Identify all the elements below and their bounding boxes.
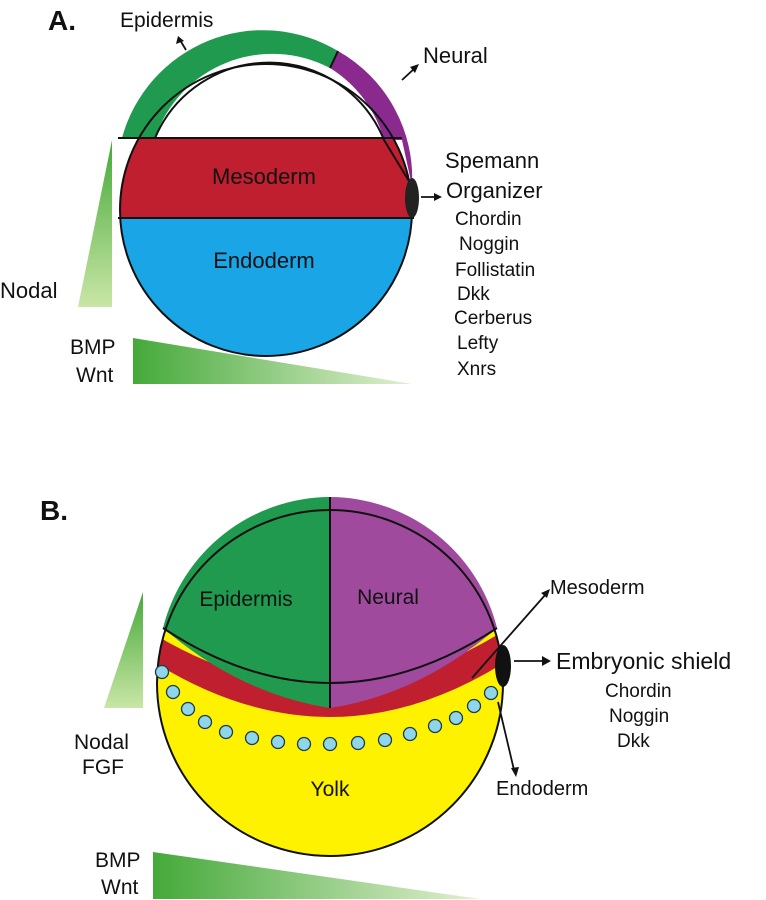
divider-line [383, 139, 413, 187]
wnt-label-b: Wnt [101, 876, 139, 899]
gene-label: Cerberus [454, 308, 532, 329]
gene-label: Dkk [617, 731, 650, 752]
neural-label-b: Neural [357, 586, 419, 609]
bmp-label-b: BMP [95, 849, 141, 872]
endoderm-cell [296, 736, 312, 752]
epidermis-region-a [122, 30, 338, 138]
divider-line [329, 50, 339, 69]
gene-label: Follistatin [455, 260, 535, 281]
embryonic-shield-mark [495, 645, 511, 687]
gene-label: Dkk [457, 284, 490, 305]
mesoderm-label-b: Mesoderm [550, 577, 644, 599]
epidermis-label-a: Epidermis [120, 9, 213, 32]
neural-label-a: Neural [423, 43, 488, 68]
gene-label: Chordin [605, 681, 672, 702]
mesoderm-region-b [157, 632, 502, 717]
bmp-wnt-gradient-b [153, 852, 480, 899]
fgf-label-b: FGF [82, 756, 124, 779]
arrowhead [542, 656, 551, 666]
mesoderm-arrow-b [471, 593, 547, 679]
epidermis-region-b [163, 497, 330, 708]
endoderm-cell [218, 724, 234, 740]
spemann-label: Spemann [445, 148, 539, 173]
neural-region-a [330, 51, 413, 186]
gene-label: Chordin [455, 209, 522, 230]
zebrafish-embryo: Epidermis Neural Yolk [154, 497, 511, 857]
divider-line [162, 627, 498, 684]
organizer-label: Organizer [446, 178, 543, 203]
endoderm-cell [448, 710, 464, 726]
arrowhead [410, 64, 419, 73]
endoderm-cell [322, 736, 338, 752]
gene-label: Noggin [459, 234, 519, 255]
yolk-label: Yolk [311, 778, 350, 801]
bmp-label-a: BMP [70, 336, 116, 359]
endoderm-cell [427, 718, 443, 734]
endoderm-cell [466, 698, 482, 714]
arrowhead [511, 767, 519, 777]
bmp-wnt-gradient-a [133, 338, 412, 384]
gene-label: Noggin [609, 706, 669, 727]
endoderm-cell [180, 701, 196, 717]
endoderm-cell [244, 730, 260, 746]
endoderm-cell [402, 726, 418, 742]
shield-label: Embryonic shield [556, 648, 731, 674]
nodal-gradient-a [78, 140, 112, 307]
arrowhead [434, 193, 442, 201]
panel-b-letter: B. [40, 495, 68, 526]
endoderm-cell [197, 714, 213, 730]
arrowhead [176, 36, 184, 44]
panel-a: A. Mesoderm Endoderm Epidermis [0, 5, 543, 387]
blastocoel-outline [154, 61, 385, 141]
wnt-label-a: Wnt [76, 364, 114, 387]
frog-embryo: Mesoderm Endoderm [118, 30, 419, 357]
arrowhead [541, 589, 550, 598]
endoderm-cells [154, 664, 499, 752]
endoderm-label-a: Endoderm [213, 248, 315, 273]
epidermis-label-b: Epidermis [199, 588, 292, 611]
endoderm-cell [270, 734, 286, 750]
endoderm-arrow-b [497, 701, 515, 771]
mesoderm-region-a [120, 138, 412, 218]
endoderm-label-b: Endoderm [496, 778, 588, 800]
endoderm-cell [483, 685, 499, 701]
nodal-label-a: Nodal [0, 278, 57, 303]
neural-region-b [330, 497, 497, 708]
nodal-fgf-gradient-b [104, 592, 143, 708]
gene-label: Lefty [457, 333, 499, 354]
endoderm-cell [350, 735, 366, 751]
spemann-organizer-mark [405, 178, 419, 218]
nodal-label-b: Nodal [74, 731, 129, 754]
mesoderm-label-a: Mesoderm [212, 164, 316, 189]
endoderm-cell [154, 664, 170, 680]
gene-label: Xnrs [457, 359, 496, 380]
endoderm-cell [377, 732, 393, 748]
endoderm-cell [165, 684, 181, 700]
panel-a-letter: A. [48, 5, 76, 36]
panel-b: B. [40, 495, 731, 899]
